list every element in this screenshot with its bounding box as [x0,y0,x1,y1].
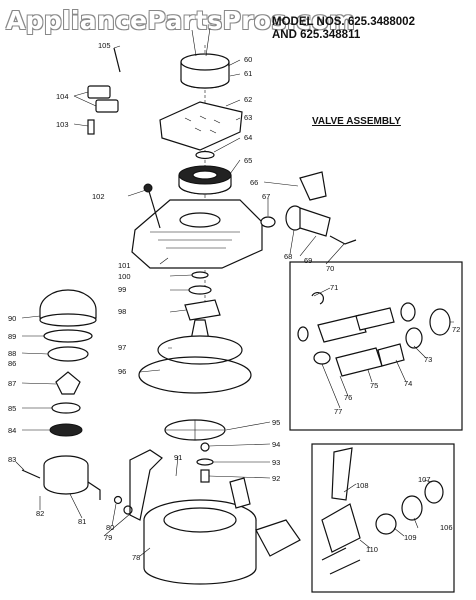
callout-79: 79 [104,533,112,542]
callout-75: 75 [370,381,378,390]
callout-80: 80 [106,523,114,532]
callout-69: 69 [304,256,312,265]
valve-body [131,199,263,269]
small-ring [123,505,133,515]
callout-85: 85 [8,404,16,413]
callout-90: 90 [8,314,16,323]
callout-98: 98 [118,307,126,316]
valve-housing [143,477,301,585]
callout-103: 103 [56,120,69,129]
stem [200,469,210,483]
spring [196,458,214,466]
callout-102: 102 [92,192,105,201]
leader-lines [15,45,454,557]
callout-89: 89 [8,332,16,341]
mounting-screw [113,47,121,73]
callout-61: 61 [244,69,252,78]
callout-72: 72 [452,325,460,334]
callout-92: 92 [272,474,280,483]
callout-91: 91 [174,453,182,462]
callout-95: 95 [272,418,280,427]
callout-76: 76 [344,393,352,402]
callout-88: 88 [8,349,16,358]
large-o-ring [138,356,252,394]
callout-97: 97 [118,343,126,352]
callout-108: 108 [356,481,369,490]
o-ring [191,271,209,279]
callout-labels: 60 61 62 63 64 65 66 67 68 69 70 71 72 7… [8,41,460,562]
callout-70: 70 [326,264,334,273]
callout-104: 104 [56,92,69,101]
callout-100: 100 [118,272,131,281]
inset-parts-b [321,447,444,575]
seal-ring [188,285,212,295]
callout-107: 107 [418,475,431,484]
bracket [129,449,163,521]
callout-105: 105 [98,41,111,50]
inset-valve-detail [289,261,463,431]
callout-67: 67 [262,192,270,201]
model-line-2: AND 625.348811 [272,29,361,41]
section-title: VALVE ASSEMBLY [312,116,401,127]
timer-motor [180,27,230,89]
callout-84: 84 [8,426,16,435]
callout-83: 83 [8,455,16,464]
callout-64: 64 [244,133,252,142]
screw-head [143,183,153,193]
callout-73: 73 [424,355,432,364]
inset-gear-detail [311,443,455,593]
callout-74: 74 [404,379,412,388]
callout-60: 60 [244,55,252,64]
callout-109: 109 [404,533,417,542]
model-line-1: MODEL NOS. 625.3488002 [272,16,415,28]
callout-66: 66 [250,178,258,187]
micro-switch [87,85,119,113]
callout-94: 94 [272,440,280,449]
callout-78: 78 [132,553,140,562]
callout-87: 87 [8,379,16,388]
spacer [200,442,210,452]
drive-gear [178,165,232,195]
small-ring-2 [113,495,123,505]
left-stack [21,289,101,500]
callout-82: 82 [36,509,44,518]
callout-101: 101 [118,261,131,270]
screw [147,187,161,229]
callout-99: 99 [118,285,126,294]
callout-106: 106 [440,523,453,532]
callout-71: 71 [330,283,338,292]
callout-77: 77 [334,407,342,416]
callout-81: 81 [78,517,86,526]
callout-96: 96 [118,367,126,376]
inset-parts-a [297,292,451,377]
valve-cover [159,101,243,151]
callout-110: 110 [366,545,378,554]
callout-93: 93 [272,458,280,467]
callout-62: 62 [244,95,252,104]
callout-63: 63 [244,113,252,122]
switch-pin [87,119,95,135]
rotor-disc [157,319,243,365]
callout-65: 65 [244,156,252,165]
callout-86: 86 [8,359,16,368]
washer [195,150,215,160]
rotor-gasket [164,419,226,441]
model-numbers: MODEL NOS. 625.3488002 AND 625.348811 [272,16,415,42]
seal-plate [184,299,221,321]
watermark-logo: AppliancePartsPros.com [6,6,356,35]
side-fitting [260,171,357,245]
callout-68: 68 [284,252,292,261]
